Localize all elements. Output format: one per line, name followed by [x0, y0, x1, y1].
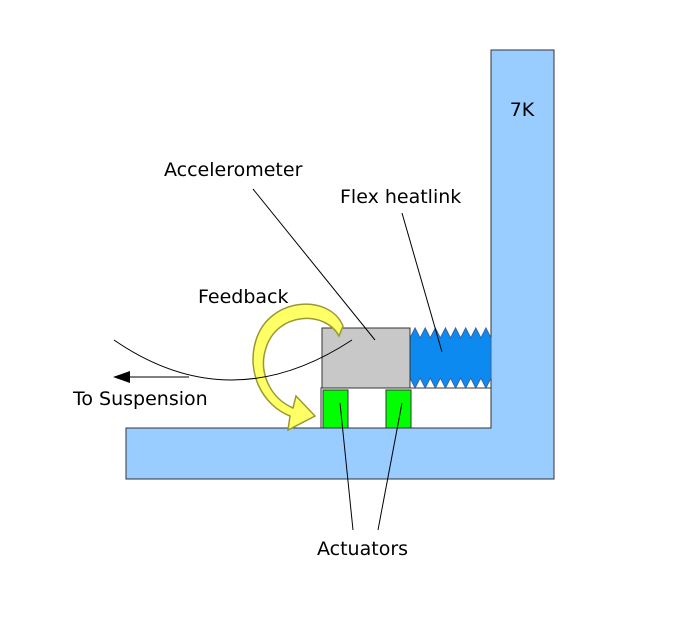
- to-suspension-label: To Suspension: [72, 388, 208, 410]
- flex-heatlink: [409, 326, 492, 390]
- feedback-arrow: [252, 303, 344, 432]
- actuator-left: [322, 389, 349, 429]
- actuator-left-leader: [339, 402, 354, 531]
- flex-heatlink-leader: [401, 212, 443, 353]
- actuator-right-leader: [377, 402, 403, 531]
- accelerometer-leader: [252, 188, 376, 341]
- flex-heatlink-label: Flex heatlink: [340, 186, 461, 208]
- accelerometer-block: [321, 327, 411, 389]
- accelerometer-label: Accelerometer: [164, 159, 303, 181]
- actuators-label: Actuators: [317, 538, 408, 560]
- feedback-label: Feedback: [198, 286, 288, 308]
- temperature-label: 7K: [510, 99, 535, 121]
- suspension-curve: [113, 339, 353, 381]
- to-suspension-arrowhead: [113, 371, 130, 383]
